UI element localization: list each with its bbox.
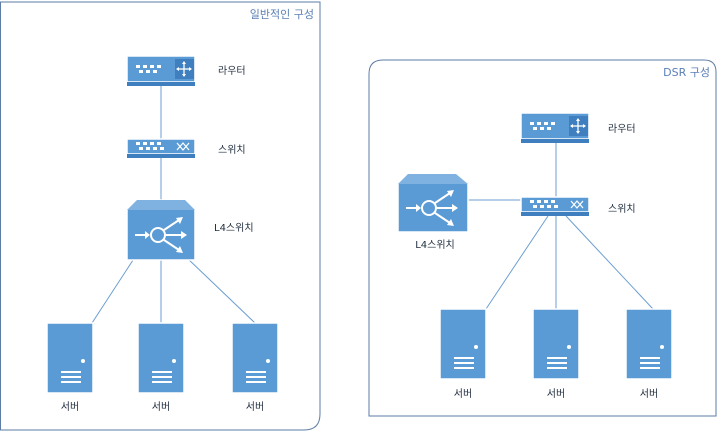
right-router-label: 라우터 [608, 123, 636, 135]
l4-switch-icon [397, 173, 469, 233]
left-server-2-label: 서버 [152, 401, 170, 413]
left-switch [126, 138, 196, 158]
switch-icon [520, 196, 590, 216]
server-icon [439, 308, 487, 380]
left-link-l4-server3 [185, 256, 256, 324]
left-router-label: 라우터 [218, 65, 246, 77]
right-switch-label: 스위치 [608, 202, 636, 215]
right-server-3-label: 서버 [640, 388, 658, 400]
right-server-3 [625, 308, 673, 380]
right-link-switch-server3 [565, 215, 654, 310]
switch-icon [126, 138, 196, 158]
left-server-1-label: 서버 [61, 401, 79, 413]
router-icon [520, 112, 590, 143]
right-l4-label: L4스위치 [415, 238, 455, 251]
right-server-1-label: 서버 [454, 388, 472, 400]
server-icon [231, 322, 279, 394]
left-panel-title: 일반적인 구성 [250, 7, 314, 21]
l4-switch-icon [126, 199, 196, 261]
right-switch [520, 196, 590, 216]
left-router [126, 55, 196, 86]
right-panel-title: DSR 구성 [663, 66, 710, 79]
left-server-3 [231, 322, 279, 394]
server-icon [532, 308, 580, 380]
right-server-2 [532, 308, 580, 380]
right-server-2-label: 서버 [547, 388, 565, 400]
right-link-switch-server1 [485, 215, 549, 310]
server-icon [137, 322, 185, 394]
left-link-l4-server1 [91, 256, 136, 324]
router-icon [126, 55, 196, 86]
left-server-1 [46, 322, 94, 394]
left-switch-label: 스위치 [218, 143, 246, 156]
left-l4-label: L4스위치 [214, 221, 254, 234]
right-panel: DSR 구성 [368, 59, 717, 417]
right-server-1 [439, 308, 487, 380]
server-icon [46, 322, 94, 394]
right-router [520, 112, 590, 143]
server-icon [625, 308, 673, 380]
left-server-2 [137, 322, 185, 394]
left-panel: 일반적인 구성 [0, 1, 321, 431]
left-server-3-label: 서버 [246, 401, 264, 413]
right-l4-switch [397, 173, 469, 233]
left-l4-switch [126, 199, 196, 261]
